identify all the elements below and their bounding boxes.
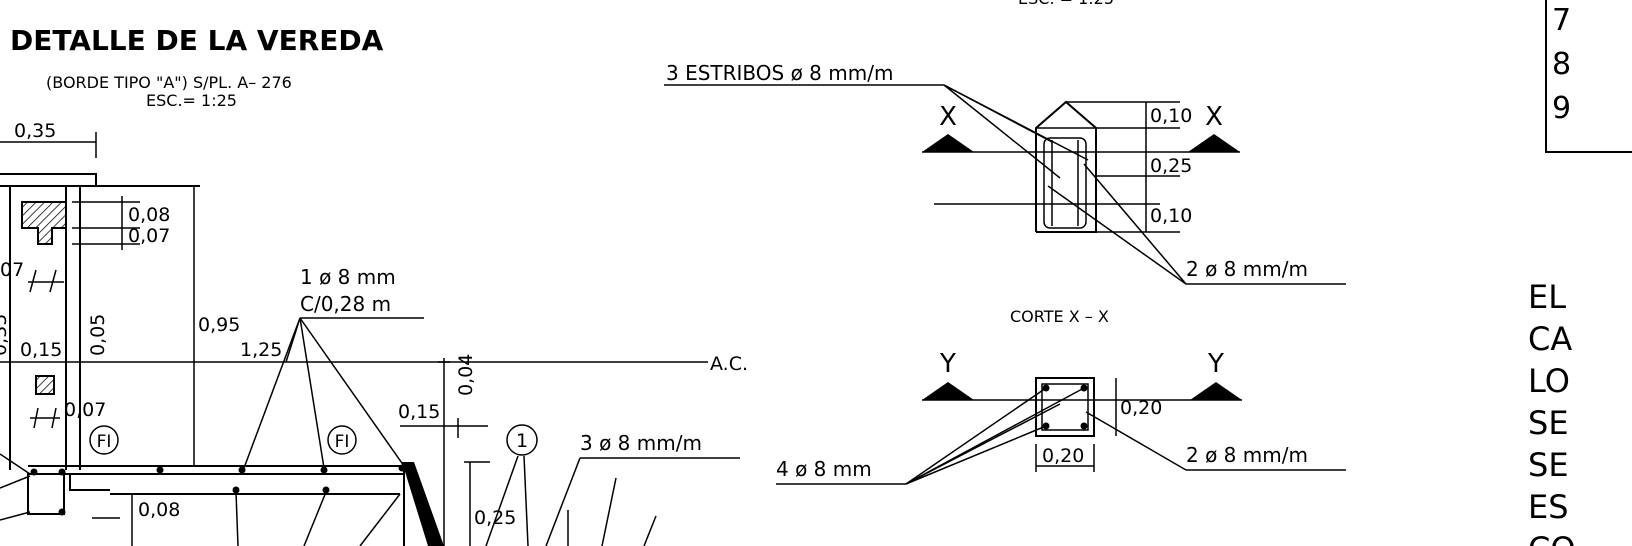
dim-007b: 0,07: [64, 399, 106, 421]
xx-bars-label: 2 ø 8 mm/m: [1186, 257, 1308, 281]
ac-label: A.C.: [710, 353, 748, 375]
cut-y-left: Y: [939, 349, 956, 379]
corte-xx-caption: CORTE X – X: [1010, 307, 1109, 326]
item-1-circle: [506, 424, 538, 456]
top-scale-fragment: ESC. = 1:25: [1018, 0, 1114, 8]
dim-125: 1,25: [240, 339, 282, 361]
dim-025: 0,25: [474, 507, 516, 529]
yy-dim-020-v: 0,20: [1120, 397, 1162, 419]
dim-005: 0,05: [87, 314, 109, 356]
dim-015b: 0,15: [398, 401, 440, 423]
bar-1-line2: C/0,28 m: [300, 292, 391, 316]
fi-label-left: FI: [97, 432, 112, 452]
fi-circle-right: [327, 425, 357, 455]
dim-008b: 0,08: [138, 499, 180, 521]
dim-008: 0,08: [128, 204, 170, 226]
panel-label-3: LO: [1528, 362, 1570, 400]
xx-dim-010-top: 0,10: [1150, 105, 1192, 127]
section-xx: 3 ESTRIBOS ø 8 mm/m X X 0,10 0,25 0,10 2…: [664, 61, 1346, 326]
panel-label-4: SE: [1528, 404, 1569, 442]
right-panel: 7 8 9 EL CA LO SE SE ES CO: [1528, 0, 1632, 546]
xx-dim-025: 0,25: [1150, 155, 1192, 177]
panel-number-1: 7: [1552, 3, 1571, 38]
bars-3-8-bottom: 3 ø 8 mm/m: [580, 431, 702, 455]
fi-label-right: FI: [335, 432, 350, 452]
cut-y-right: Y: [1207, 349, 1224, 379]
dim-035: 0,35: [14, 120, 56, 142]
panel-label-6: ES: [1528, 488, 1569, 526]
dim-left-vertical: 0,35: [0, 314, 11, 356]
bar-1-line1: 1 ø 8 mm: [300, 265, 396, 289]
drawing-scale: ESC.= 1:25: [146, 91, 237, 110]
panel-number-2: 8: [1552, 47, 1571, 82]
dim-07-partial: 07: [0, 259, 24, 281]
walkway-detail: 0,35 0,08 0,07 07 0,15 0,05 0,35 0,07: [0, 120, 748, 546]
yy-bars-left: 4 ø 8 mm: [776, 457, 872, 481]
cut-x-left: X: [939, 102, 957, 132]
yy-bars-right: 2 ø 8 mm/m: [1186, 443, 1308, 467]
panel-label-7: CO: [1528, 530, 1576, 546]
drawing-title: DETALLE DE LA VEREDA: [10, 24, 384, 57]
dim-004: 0,04: [455, 354, 477, 396]
dim-095: 0,95: [198, 314, 240, 336]
xx-dim-010-bottom: 0,10: [1150, 205, 1192, 227]
drawing-subtitle: (BORDE TIPO "A") S/PL. A– 276: [46, 73, 292, 92]
yy-dim-020-h: 0,20: [1042, 445, 1084, 467]
dim-015a: 0,15: [20, 339, 62, 361]
panel-label-2: CA: [1528, 320, 1572, 358]
stirrups-label: 3 ESTRIBOS ø 8 mm/m: [666, 61, 893, 85]
section-yy: Y Y 0,20 0,20 4 ø 8 mm 2 ø 8 mm/m: [776, 349, 1346, 485]
panel-number-3: 9: [1552, 91, 1571, 126]
item-1-label: 1: [516, 430, 528, 452]
cut-x-right: X: [1205, 102, 1223, 132]
dim-007a: 0,07: [128, 225, 170, 247]
fi-circle-left: [89, 425, 119, 455]
panel-label-1: EL: [1528, 278, 1566, 316]
panel-label-5: SE: [1528, 446, 1569, 484]
